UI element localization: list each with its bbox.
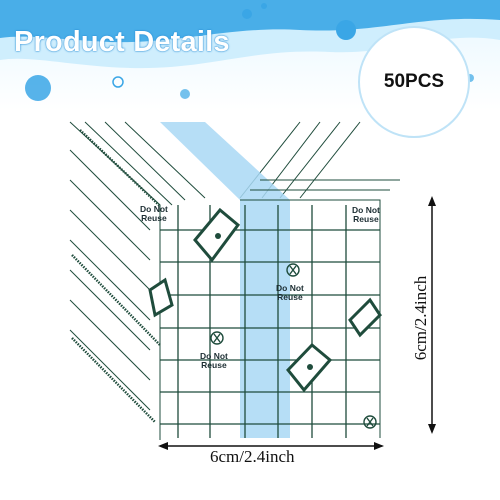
double-arrow-icon <box>428 196 436 434</box>
double-arrow-icon <box>158 442 384 450</box>
do-not-reuse-label: Do Not Reuse <box>140 204 168 223</box>
quantity-badge-text: 50PCS <box>383 71 445 92</box>
hourglass-icon <box>210 263 377 429</box>
width-dimension-label: 6cm/2.4inch <box>210 447 295 466</box>
do-not-reuse-label: Do Not Reuse <box>352 205 380 224</box>
quantity-badge: 50PCS <box>358 26 470 138</box>
height-dimension-label: 6cm/2.4inch <box>411 275 430 361</box>
do-not-reuse-label: Do Not Reuse <box>200 351 228 370</box>
hand-icon <box>215 233 313 370</box>
product-illustration <box>0 110 500 455</box>
page-title: Product Details <box>14 26 230 58</box>
do-not-reuse-label: Do Not Reuse <box>276 283 304 302</box>
